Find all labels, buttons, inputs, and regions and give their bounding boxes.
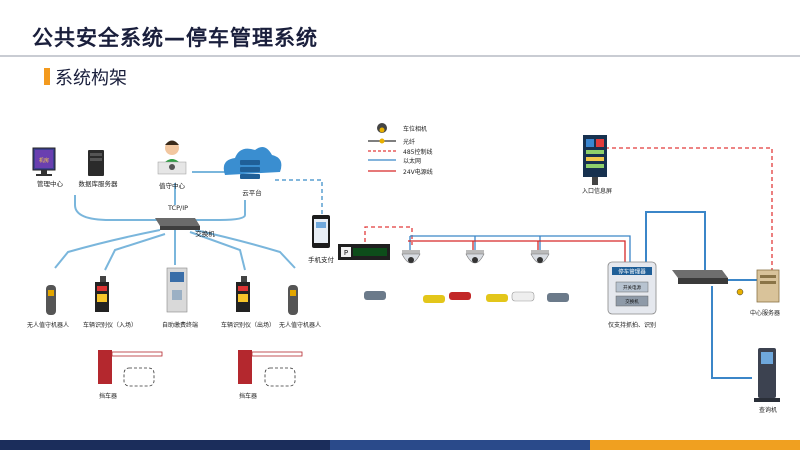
space-camera-icon: [377, 123, 387, 133]
barrier-right-icon: [238, 350, 303, 387]
entry-led-sign: P: [338, 244, 390, 260]
legend: 车位相机 光纤 485控制线 以太网 24V电源线: [368, 123, 433, 176]
uplink-blue: [645, 211, 706, 270]
barrier-left-icon: [98, 350, 163, 387]
barrier-left-label: 挡车器: [99, 392, 117, 400]
mobile-pay-label: 手机支付: [308, 255, 335, 264]
duty-center-operator: [157, 140, 187, 175]
robot-left-icon: [46, 285, 56, 315]
parking-manager-label: 停车管理器: [618, 268, 646, 276]
barrier-right-label: 挡车器: [239, 392, 257, 400]
query-kiosk-icon: [754, 348, 780, 402]
mgmt-center-label: 管理中心: [37, 179, 64, 188]
vehicle-out-label: 车辆识别仪（出场）: [221, 321, 275, 329]
vehicle-in-label: 车辆识别仪（入场）: [83, 321, 137, 329]
self-pay-terminal-label: 自助缴费终端: [162, 321, 198, 329]
page-subtitle: 系统构架: [55, 68, 127, 89]
query-machine-label: 查询机: [759, 406, 777, 414]
entry-screen-label: 入口信息屏: [582, 187, 612, 195]
duty-center-label: 值守中心: [159, 181, 186, 190]
footer-bar-blue: [330, 440, 590, 450]
ethernet-bus: [409, 235, 631, 262]
footer-bar-orange: [590, 440, 800, 450]
cloud-platform: [223, 146, 282, 179]
vehicle-recognizer-out: [236, 276, 250, 312]
dome-camera-2: [465, 250, 485, 264]
robot-left-label: 无人值守机器人: [27, 321, 69, 329]
title-divider: [0, 55, 800, 57]
cloud-platform-label: 云平台: [242, 188, 262, 197]
dome-camera-1: [401, 250, 421, 264]
vehicle-recognizer-in: [95, 276, 109, 312]
mobile-phone: [312, 215, 330, 248]
pm-sub2-label: 交换机: [625, 298, 639, 305]
network-switch: [155, 218, 200, 230]
server-links: [700, 279, 761, 379]
robot-right-icon: [288, 285, 298, 315]
page-title: 公共安全系统—停车管理系统: [32, 26, 318, 50]
rack-switch: [672, 270, 728, 284]
legend-fiber: 光纤: [403, 138, 415, 146]
entry-info-screen: [583, 135, 607, 185]
db-server-tower: [88, 150, 104, 176]
db-server-label: 数据库服务器: [79, 179, 119, 188]
mgmt-center-monitor: 机房: [32, 147, 56, 176]
legend-space-camera: 车位相机: [403, 125, 427, 133]
monitor-screen-text: 机房: [39, 157, 49, 164]
central-server-icon: [756, 269, 780, 303]
legend-ethernet: 以太网: [403, 157, 421, 165]
control-line-dashed: [364, 147, 773, 270]
subtitle-accent-bar: [44, 68, 50, 85]
legend-rs485: 485控制线: [403, 148, 432, 156]
self-pay-terminal-icon: [166, 267, 188, 313]
power-bus: [408, 240, 626, 262]
left-connectors: [54, 171, 296, 271]
legend-fiber-dot: [379, 138, 385, 144]
switch-label: 交换机: [195, 229, 215, 238]
pm-caption: 仅支持抓拍、识别: [608, 321, 656, 329]
central-server-label: 中心服务器: [750, 309, 780, 317]
dome-camera-3: [530, 250, 550, 264]
pm-sub1-label: 开关电源: [623, 284, 641, 291]
network-label: TCP/IP: [167, 204, 188, 212]
footer-bar-navy: [0, 440, 330, 450]
svg-text:P: P: [344, 249, 348, 257]
legend-power: 24V电源线: [403, 168, 433, 176]
parked-cars: [364, 291, 569, 303]
cloud-to-mobile-link: [275, 179, 323, 215]
robot-right-label: 无人值守机器人: [279, 321, 321, 329]
parking-manager-box: [607, 261, 657, 315]
fiber-node-icon: [736, 288, 744, 296]
